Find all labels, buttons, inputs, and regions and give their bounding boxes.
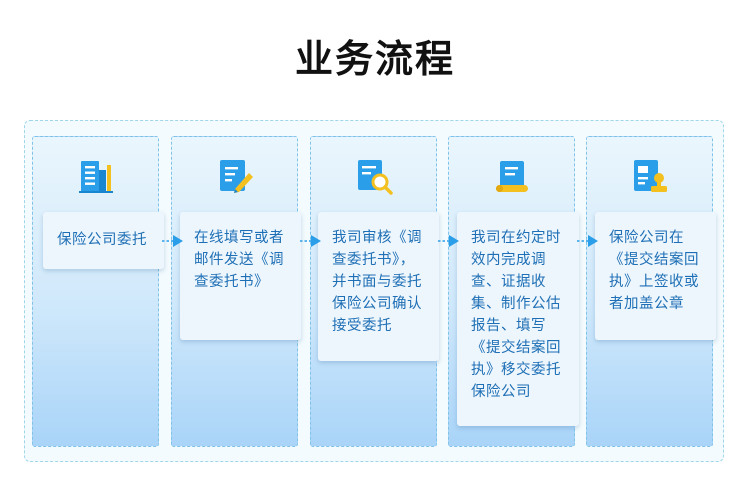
step-4-line-5: 报告、填写 <box>471 318 546 334</box>
certificate-stamp-icon <box>634 160 667 192</box>
step-card-1: 保险公司委托 <box>43 212 164 269</box>
step-4-line-6: 《提交结案回 <box>471 340 561 356</box>
step-5-line-1: 保险公司在 <box>609 230 684 246</box>
step-4-line-8: 保险公司 <box>471 384 531 400</box>
step-4-line-4: 集、制作公估 <box>471 296 561 312</box>
step-4-line-3: 查、证据收 <box>471 274 546 290</box>
step-card-5: 保险公司在 《提交结案回 执》上签收或 者加盖公章 <box>595 212 716 340</box>
step-3-line-5: 接受委托 <box>332 318 392 334</box>
flow-arrow-2 <box>300 235 321 247</box>
step-3-line-4: 保险公司确认 <box>332 296 422 312</box>
document-search-icon <box>358 160 393 195</box>
step-card-2: 在线填写或者 邮件发送《调 查委托书》 <box>180 212 301 340</box>
edit-document-icon <box>220 160 253 193</box>
step-2-line-1: 在线填写或者 <box>194 230 284 246</box>
step-4-line-7: 执》移交委托 <box>471 362 561 378</box>
step-card-4: 我司在约定时 效内完成调 查、证据收 集、制作公估 报告、填写 《提交结案回 执… <box>457 212 579 426</box>
flow-arrow-3 <box>438 235 459 247</box>
step-2-line-2: 邮件发送《调 <box>194 252 284 268</box>
step-1-line-1: 保险公司委托 <box>57 232 147 248</box>
step-4-line-2: 效内完成调 <box>471 252 546 268</box>
step-3-line-1: 我司审核《调 <box>332 230 422 246</box>
step-2-line-3: 查委托书》 <box>194 274 269 290</box>
step-3-line-2: 查委托书》， <box>332 252 415 268</box>
step-card-3: 我司审核《调 查委托书》， 并书面与委托 保险公司确认 接受委托 <box>318 212 439 361</box>
step-5-line-4: 者加盖公章 <box>609 296 684 312</box>
step-5-line-2: 《提交结案回 <box>609 252 699 268</box>
scroll-report-icon <box>496 161 528 192</box>
flow-arrow-4 <box>577 235 598 247</box>
step-3-line-3: 并书面与委托 <box>332 274 422 290</box>
page-title: 业务流程 <box>294 37 455 81</box>
step-4-line-1: 我司在约定时 <box>471 230 561 246</box>
flow-arrow-1 <box>162 235 183 247</box>
office-building-icon <box>79 161 113 193</box>
step-5-line-3: 执》上签收或 <box>609 274 699 290</box>
